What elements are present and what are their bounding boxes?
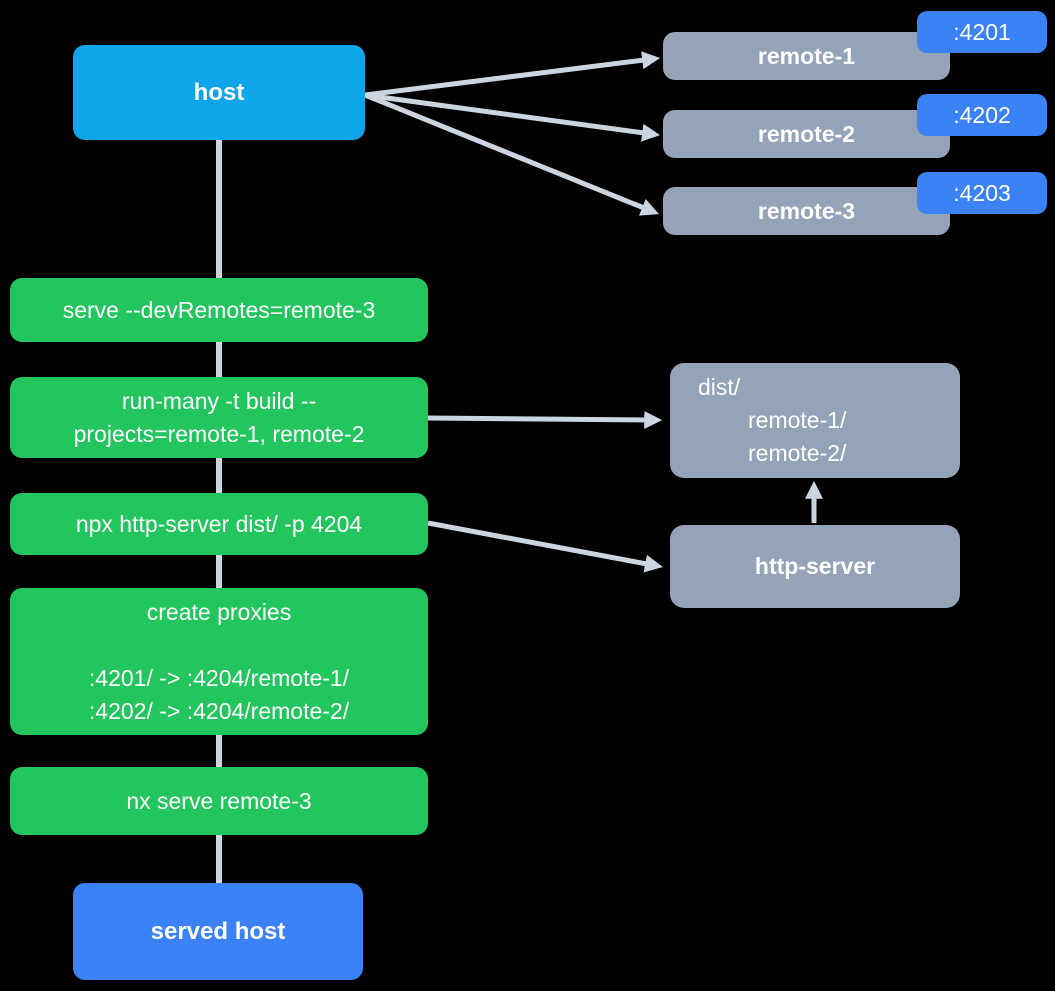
step-create-proxies: create proxies :4201/ -> :4204/remote-1/… — [10, 588, 428, 735]
step-npx-http-server: npx http-server dist/ -p 4204 — [10, 493, 428, 555]
step-nx-serve-remote-3-text: nx serve remote-3 — [126, 787, 312, 814]
http-server-label: http-server — [754, 553, 876, 579]
port-4202-label: :4202 — [953, 101, 1011, 128]
dist-root-label: dist/ — [698, 374, 741, 400]
arrow-host-to-remote-2 — [364, 92, 661, 142]
step-serve-devremotes: serve --devRemotes=remote-3 — [10, 278, 428, 342]
arrow-host-to-remote-1 — [364, 51, 661, 98]
arrow-build-to-dist — [427, 410, 663, 429]
node-dist-folder: dist/ remote-1/ remote-2/ — [670, 363, 960, 478]
dist-remote-1-label: remote-1/ — [748, 407, 847, 433]
step-npx-http-server-text: npx http-server dist/ -p 4204 — [75, 510, 363, 537]
port-4201-label: :4201 — [953, 18, 1011, 45]
arrow-host-to-remote-3 — [364, 92, 660, 216]
port-badge-4203: :4203 — [917, 172, 1047, 214]
node-remote-2: remote-2 — [663, 110, 950, 158]
step-serve-devremotes-text: serve --devRemotes=remote-3 — [62, 296, 376, 323]
port-badge-4202: :4202 — [917, 94, 1047, 136]
node-remote-1: remote-1 — [663, 32, 950, 80]
arrow-npx-to-http-server — [427, 520, 663, 573]
step-run-many-build: run-many -t build -- projects=remote-1, … — [10, 377, 428, 458]
remote-1-label: remote-1 — [757, 42, 856, 69]
step-create-proxies-title: create proxies — [146, 598, 292, 625]
node-http-server: http-server — [670, 525, 960, 608]
dist-remote-2-label: remote-2/ — [748, 440, 847, 466]
port-4203-label: :4203 — [953, 179, 1011, 206]
step-create-proxies-map-1: :4201/ -> :4204/remote-1/ — [88, 664, 350, 691]
remote-2-label: remote-2 — [757, 120, 856, 147]
node-served-host: served host — [73, 883, 363, 980]
node-remote-3: remote-3 — [663, 187, 950, 235]
host-label: host — [193, 78, 245, 106]
port-badge-4201: :4201 — [917, 11, 1047, 53]
step-run-many-build-line-1: run-many -t build -- — [121, 387, 317, 414]
node-host: host — [73, 45, 365, 140]
served-host-label: served host — [150, 917, 286, 945]
remote-3-label: remote-3 — [757, 197, 856, 224]
step-nx-serve-remote-3: nx serve remote-3 — [10, 767, 428, 835]
step-create-proxies-map-2: :4202/ -> :4204/remote-2/ — [88, 697, 350, 724]
step-run-many-build-line-2: projects=remote-1, remote-2 — [73, 420, 365, 447]
